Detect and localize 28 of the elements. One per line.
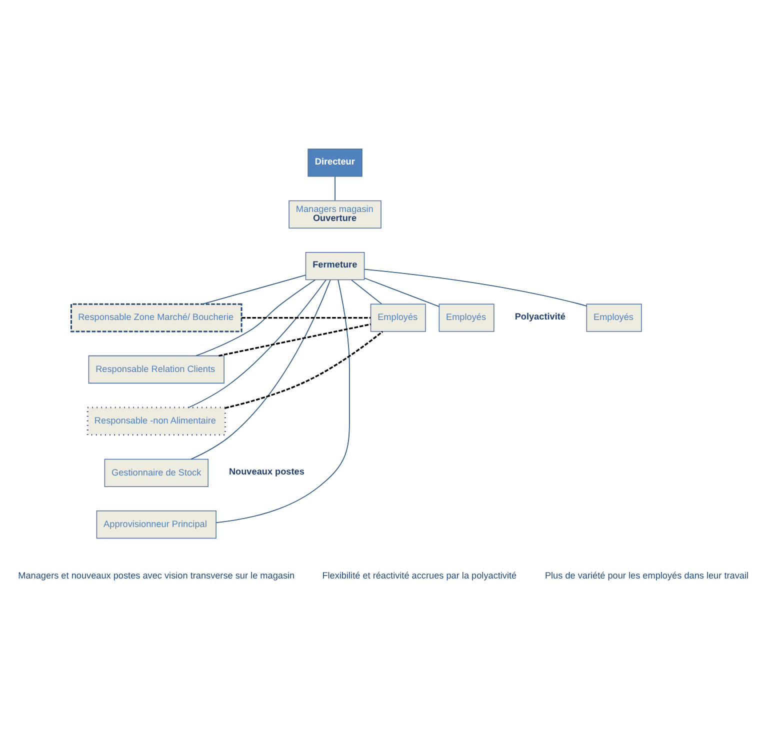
connector bbox=[351, 279, 382, 304]
connector bbox=[242, 316, 371, 318]
connector bbox=[196, 278, 316, 356]
node-box: Employés bbox=[438, 303, 494, 332]
label: Polyactivité bbox=[514, 310, 566, 321]
connector bbox=[216, 279, 350, 523]
node-box: Approvisionneur Principal bbox=[96, 510, 216, 538]
label: Plus de variété pour les employés dans leur travail bbox=[544, 570, 748, 580]
node-box: Fermeture bbox=[305, 252, 365, 280]
connector bbox=[202, 274, 306, 304]
node-box: Responsable Relation Clients bbox=[88, 354, 224, 384]
node-box: Employés bbox=[370, 303, 426, 332]
node-box: Managers magasin Ouverture bbox=[288, 200, 382, 228]
label: Nouveaux postes bbox=[228, 466, 304, 476]
node-box: Employés bbox=[586, 303, 642, 332]
node-box: Gestionnaire de Stock bbox=[104, 458, 208, 486]
node-box: Responsable -non Alimentaire bbox=[86, 406, 226, 436]
label: Flexibilité et réactivité accrues par la polyactivité bbox=[322, 570, 517, 580]
connector bbox=[364, 268, 588, 306]
connector bbox=[190, 279, 331, 460]
connector bbox=[225, 330, 384, 408]
connector bbox=[218, 322, 371, 356]
node-box: Directeur bbox=[308, 148, 362, 176]
connector bbox=[334, 176, 336, 200]
connector bbox=[364, 277, 440, 307]
label: Managers et nouveaux postes avec vision transverse sur le magasin bbox=[18, 570, 295, 580]
connector bbox=[188, 278, 326, 408]
node-box: Responsable Zone Marché/ Boucherie bbox=[70, 302, 242, 332]
